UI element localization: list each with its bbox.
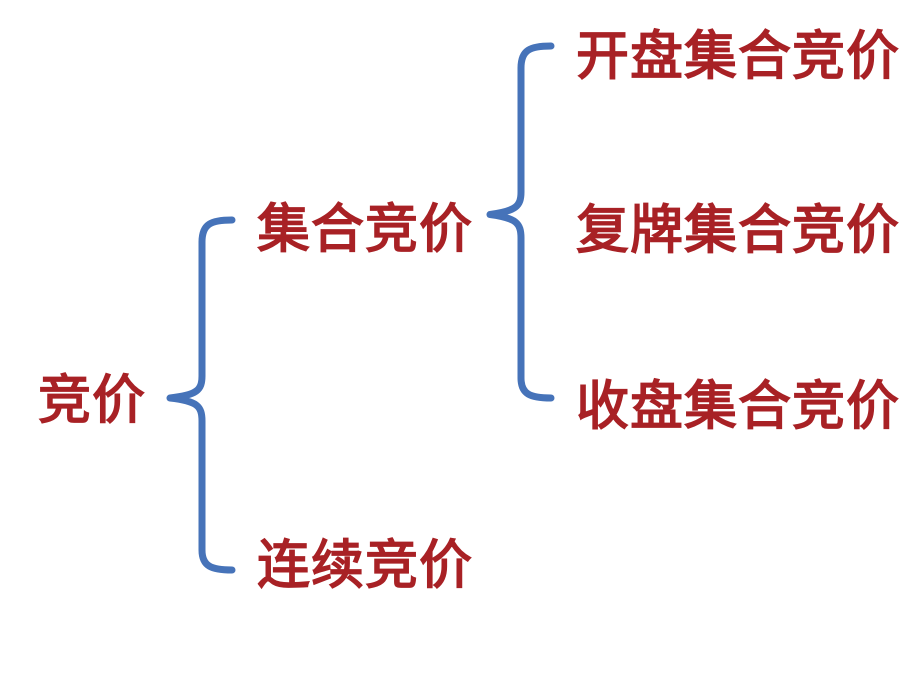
node-resumption-call-auction: 复牌集合竞价 — [576, 199, 900, 261]
node-closing-call-auction: 收盘集合竞价 — [576, 375, 900, 437]
node-call-auction: 集合竞价 — [257, 198, 473, 260]
left-brace-connector — [166, 216, 236, 574]
node-continuous-auction: 连续竞价 — [257, 534, 473, 596]
right-brace-connector — [486, 42, 555, 402]
node-opening-call-auction: 开盘集合竞价 — [576, 25, 900, 87]
node-auction: 竞价 — [38, 369, 146, 431]
